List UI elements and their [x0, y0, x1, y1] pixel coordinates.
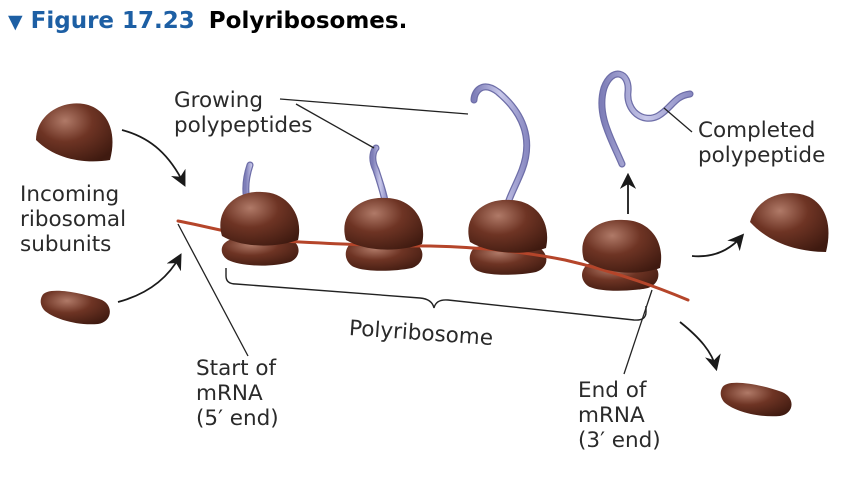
label-line: mRNA [196, 381, 263, 406]
label-line: Start of [196, 356, 277, 381]
label-line: ribosomal [20, 207, 127, 232]
figure-number: Figure 17.23 [30, 8, 195, 34]
label-completed-polypeptide: Completed polypeptide [698, 118, 825, 168]
figure-title: ▼ Figure 17.23 Polyribosomes. [8, 8, 407, 34]
leader-lines [177, 98, 693, 375]
label-line: (5′ end) [196, 406, 279, 431]
released-small-subunit [720, 382, 792, 417]
ribosome-large-subunit-2 [344, 197, 424, 250]
ribosome-large-subunit-3 [468, 199, 548, 253]
arrow-release-small [679, 321, 721, 372]
released-large-subunit [750, 193, 829, 252]
label-line: Completed [698, 118, 816, 143]
incoming-small-subunit [40, 290, 110, 325]
arrow-incoming-small [117, 253, 182, 303]
label-growing-polypeptides: Growing polypeptides [174, 88, 313, 138]
label-start-mrna: Start of mRNA (5′ end) [196, 356, 279, 431]
label-line: (3′ end) [578, 428, 661, 453]
label-line: End of [578, 378, 647, 403]
label-line: polypeptide [698, 143, 826, 168]
title-marker-icon: ▼ [8, 11, 23, 33]
incoming-large-subunit [36, 103, 113, 162]
figure-name: Polyribosomes. [208, 8, 408, 34]
label-line: subunits [20, 232, 112, 257]
polyribosome-bracket [225, 268, 647, 321]
arrow-incoming-large [121, 129, 186, 187]
label-end-mrna: End of mRNA (3′ end) [578, 378, 661, 453]
label-line: polypeptides [174, 113, 313, 138]
label-line: Incoming [20, 182, 120, 207]
arrow-release-large [691, 233, 745, 258]
label-incoming-subunits: Incoming ribosomal subunits [20, 182, 126, 257]
label-line: mRNA [578, 403, 645, 428]
ribosome-large-subunit-1 [220, 191, 300, 246]
ribosome-large-subunit-4 [582, 219, 662, 273]
label-line: Growing [174, 88, 264, 113]
